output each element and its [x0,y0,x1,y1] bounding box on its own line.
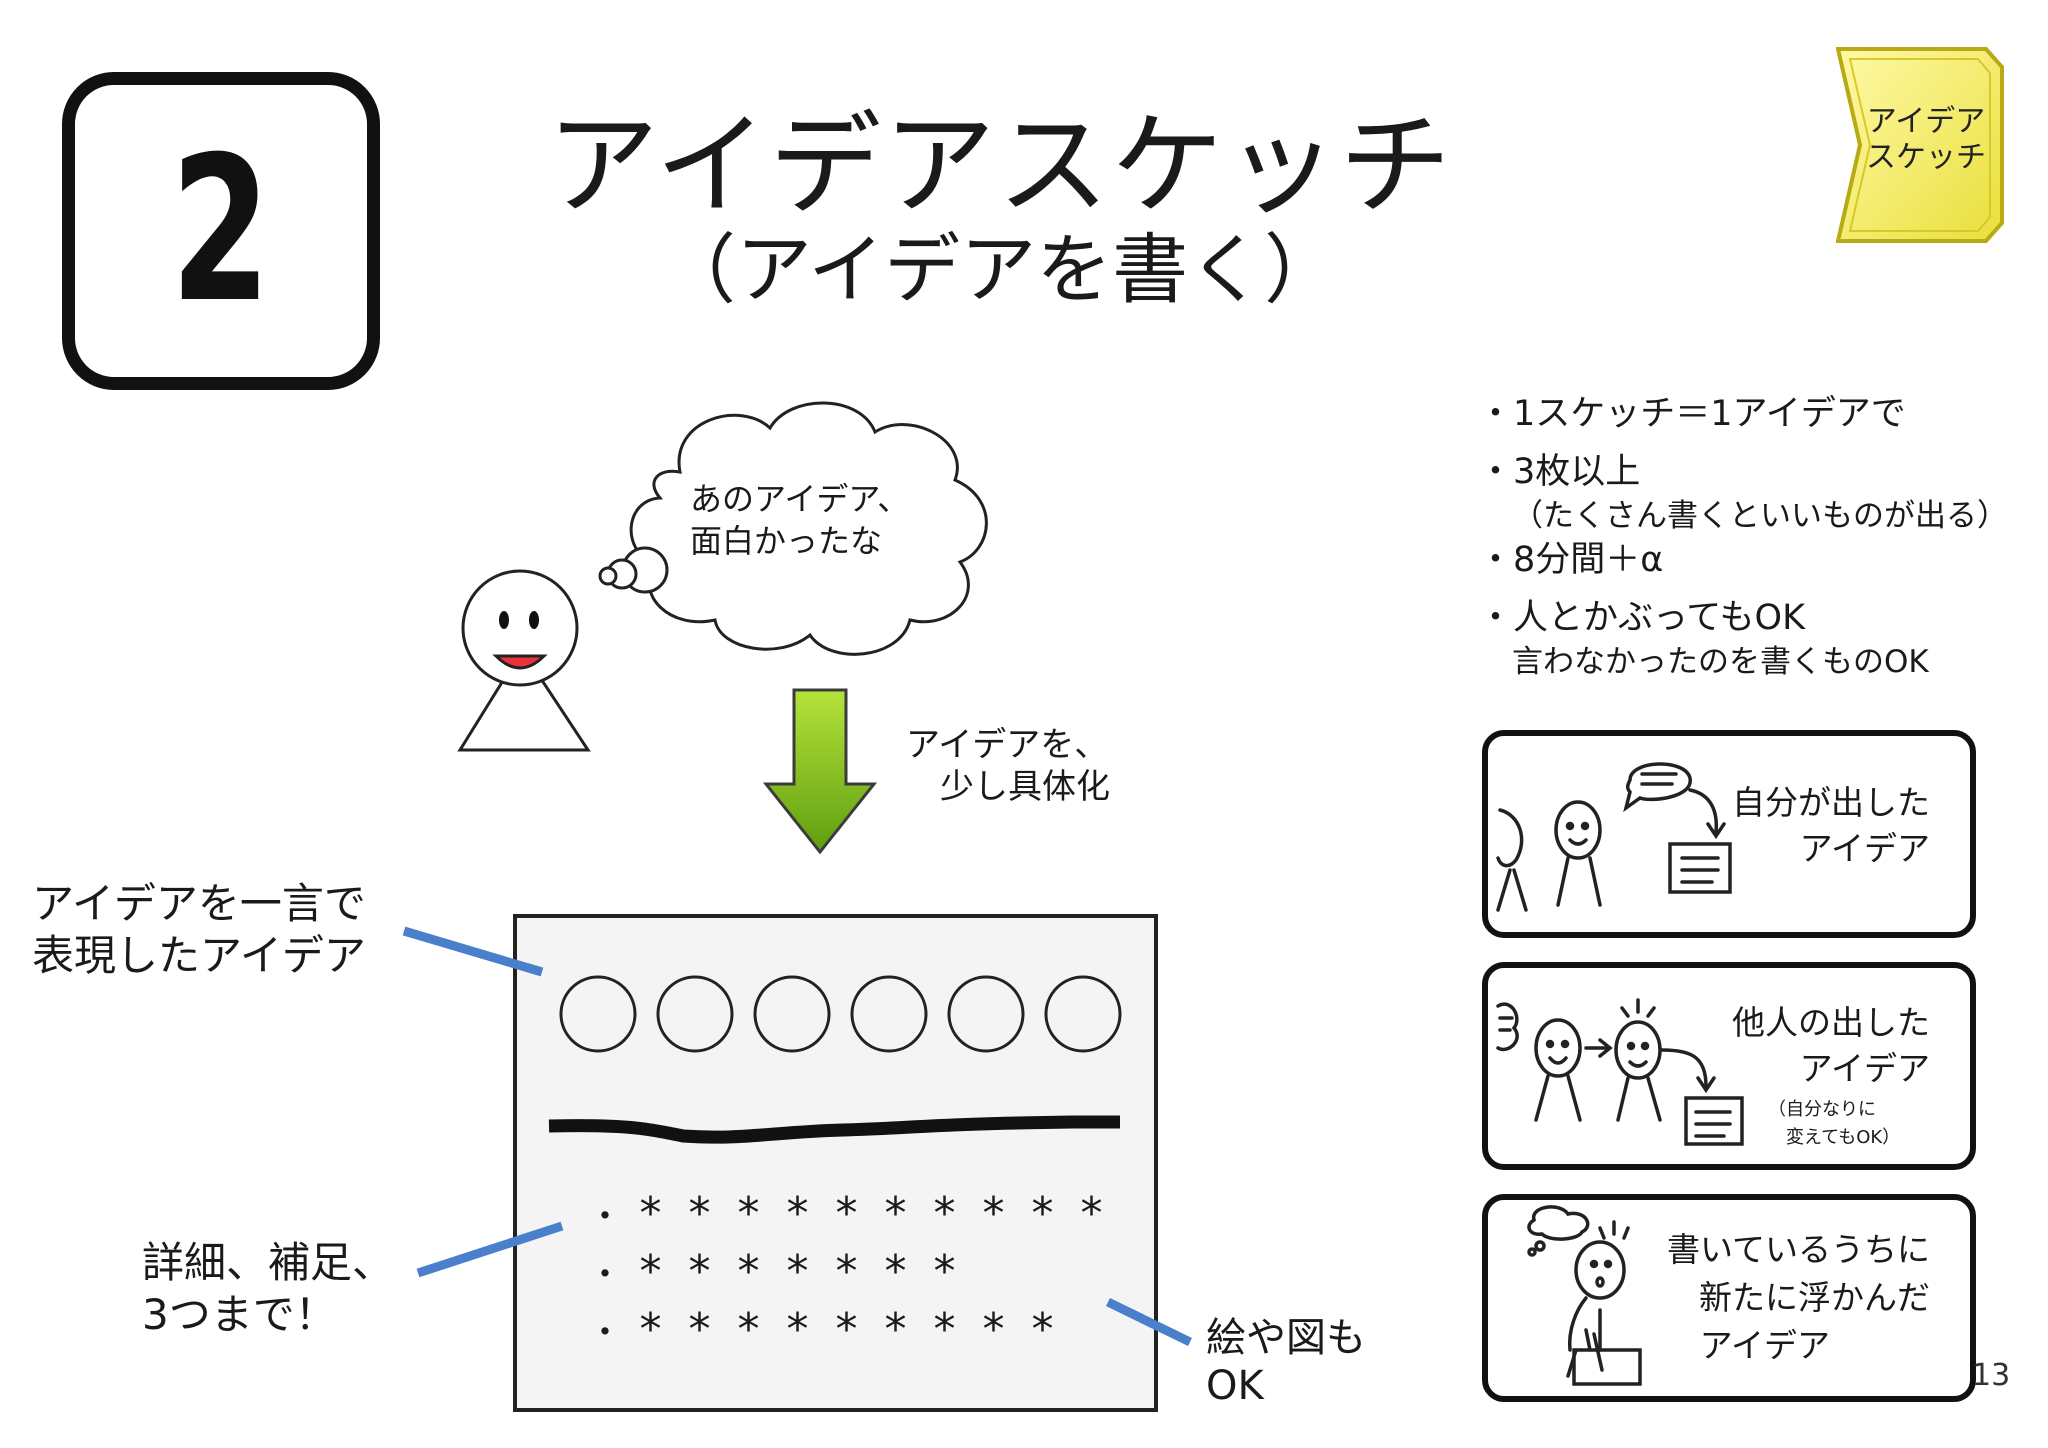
rule-item: ・3枚以上 [1478,452,1641,492]
headline-circles [559,975,1122,1053]
arrow-caption-line2: 少し具体化 [940,767,1110,807]
panel-new-idea-line2: 新たに浮かんだ [1699,1278,1930,1317]
panel-new-idea [1482,1194,1976,1402]
page-subtitle: （アイデアを書く） [659,225,1341,314]
thought-line1: あのアイデア、 [690,480,910,518]
panel-own-idea [1482,730,1976,938]
panel-new-idea-text: 書いているうちに 新たに浮かんだ アイデア [1640,1226,1930,1370]
down-arrow-icon [762,688,878,855]
page-number: 13 [1972,1358,2011,1393]
headline-label-line1: アイデアを一言で [32,879,366,928]
tag-label-line1: アイデア [1866,104,1986,139]
tag-label-line2: スケッチ [1866,140,1986,175]
sketch-row-3: ・********* [588,1304,1054,1355]
detail-label-line1: 詳細、補足、 [142,1238,395,1287]
thinking-person-illustration [457,401,988,752]
detail-label-line2: 3つまで！ [142,1290,337,1339]
new-idea-illustration [1527,1205,1642,1386]
headline-label: アイデアを一言で 表現したアイデア [32,878,366,982]
headline-label-line2: 表現したアイデア [32,931,366,980]
panel-new-idea-line3: アイデア [1699,1326,1830,1365]
rules-list: ・1スケッチ＝1アイデアで ・3枚以上 （たくさん書くといいものが出る） ・8分… [1478,392,2008,684]
detail-label: 詳細、補足、 3つまで！ [142,1237,394,1341]
panel-new-idea-line1: 書いているうちに [1666,1230,1930,1269]
person-icon [457,569,591,752]
others-idea-illustration [1496,998,1744,1146]
panel-others-idea-line1: 他人の出した [1732,1003,1930,1042]
drawing-label-line1: 絵や図も [1206,1315,1366,1361]
drawing-label-line2: OK [1206,1363,1264,1409]
page-title: アイデアスケッチ [546,101,1454,231]
panel-others-idea-text: 他人の出した アイデア [1700,1000,1930,1092]
panel-own-idea-line1: 自分が出した [1732,783,1930,822]
bullet-dot: ・ [588,1255,622,1295]
rule-note: （たくさん書くといいものが出る） [1512,498,2008,534]
thought-text: あのアイデア、 面白かったな [690,478,909,562]
own-idea-illustration [1496,762,1732,912]
rule-item: ・人とかぶってもOK [1478,598,1806,638]
tag-label: アイデア スケッチ [1846,104,2006,176]
panel-others-idea-note1: （自分なりに [1768,1099,1876,1120]
thought-line2: 面白かったな [690,522,883,560]
arrow-caption-line1: アイデアを、 [906,725,1109,765]
panel-others-idea-note: （自分なりに 変えてもOK） [1768,1096,1900,1152]
rule-item: ・1スケッチ＝1アイデアで [1478,394,1906,434]
panel-own-idea-text: 自分が出した アイデア [1700,780,1930,872]
panel-others-idea [1482,962,1976,1170]
sketch-row-1: ・********** [588,1188,1103,1239]
bullet-dot: ・ [588,1197,622,1237]
sketch-sheet-content [548,975,1122,1144]
step-number-badge: 2 [62,72,380,390]
step-number: 2 [170,114,272,347]
tag-shape [1836,47,2004,243]
bullet-dot: ・ [588,1313,622,1353]
divider-line [548,1115,1120,1144]
rule-note: 言わなかったのを書くものOK [1512,644,1929,680]
panel-own-idea-line2: アイデア [1799,829,1930,868]
panel-others-idea-note2: 変えてもOK） [1786,1127,1901,1148]
panel-others-idea-line2: アイデア [1799,1049,1930,1088]
arrow-caption: アイデアを、 少し具体化 [906,724,1110,808]
thought-cloud [598,401,988,656]
sketch-row-2: ・******* [588,1246,956,1297]
drawing-label: 絵や図も OK [1206,1314,1366,1410]
rule-item: ・8分間＋α [1478,540,1664,580]
